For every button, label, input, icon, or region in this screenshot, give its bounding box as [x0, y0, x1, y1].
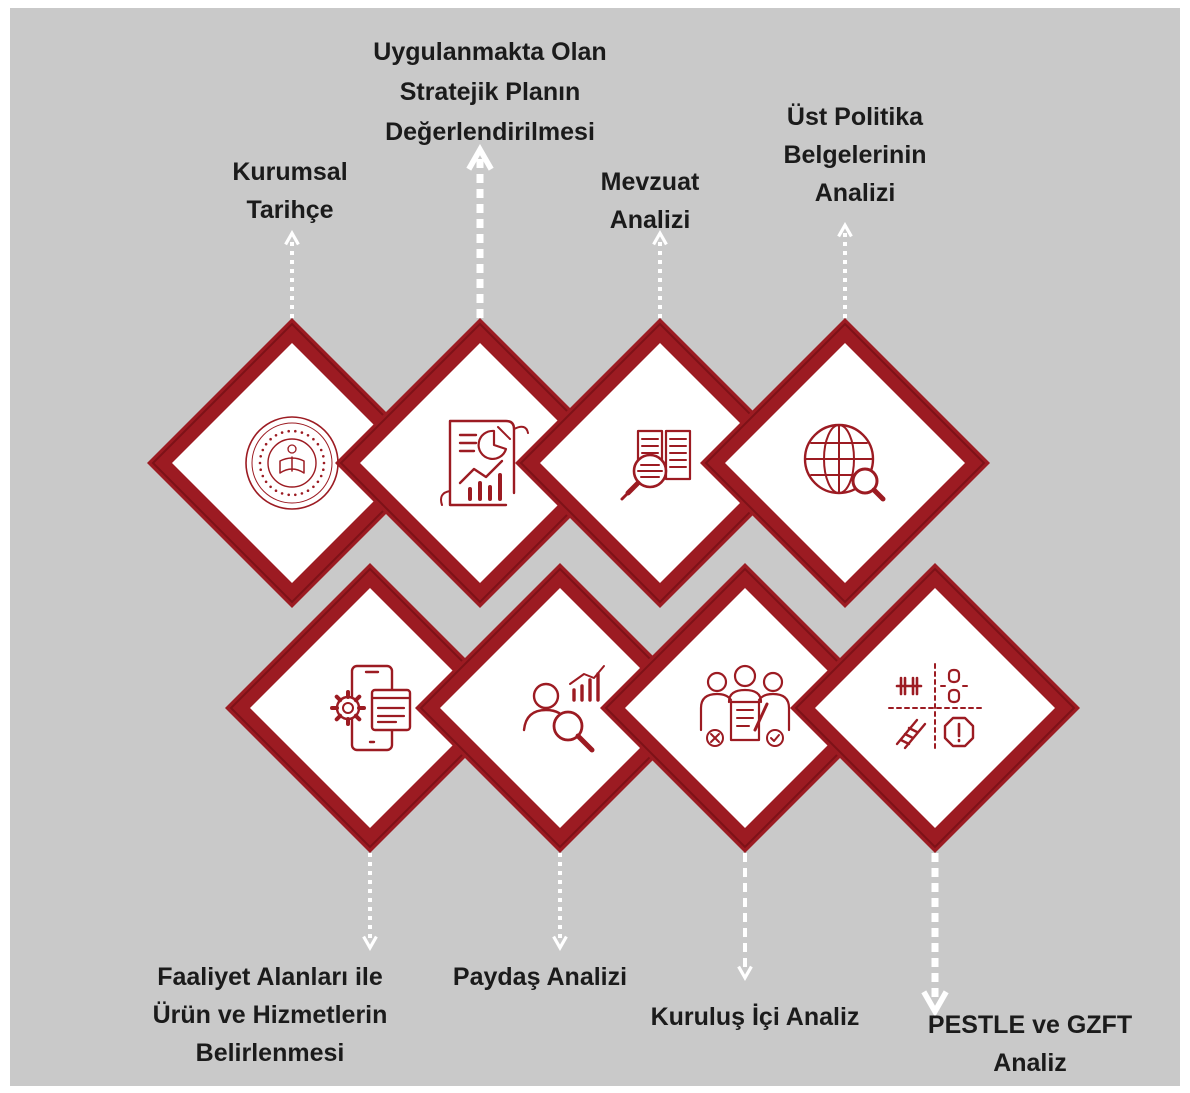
diamond-bottom-4 — [790, 563, 1080, 853]
diamond-top-2 — [335, 318, 625, 608]
diamond-bottom-3 — [600, 563, 890, 853]
label-kurulus-ici-analiz: Kuruluş İçi Analiz — [650, 1003, 860, 1031]
mobile-gear-icon — [330, 664, 412, 752]
diamond-top-1 — [147, 318, 437, 608]
label-mevzuat-analizi: Mevzuat Analizi — [600, 168, 700, 234]
swot-quadrant-icon — [888, 663, 982, 753]
diamond-bottom-2 — [415, 563, 705, 853]
label-kurumsal-tarihce: Kurumsal Tarihçe — [232, 158, 348, 224]
globe-search-icon — [803, 423, 886, 502]
label-ust-politika: Üst Politika Belgelerinin Analizi — [783, 103, 927, 207]
diagram-canvas: Kurumsal Tarihçe Uygulanmakta Olan Strat… — [10, 8, 1180, 1086]
diamond-face — [725, 343, 965, 583]
diamond-top-4 — [700, 318, 990, 608]
diamond-face — [360, 343, 600, 583]
label-faaliyet-alanlari: Faaliyet Alanları ile Ürün ve Hizmetleri… — [152, 963, 388, 1067]
team-document-icon — [699, 664, 791, 747]
institution-seal-icon — [245, 416, 339, 510]
diamond-face — [250, 588, 490, 828]
diamond-border-shade — [794, 567, 1076, 849]
report-chart-icon — [440, 419, 529, 507]
diamond-border-shade — [704, 322, 986, 604]
diamond-top-3 — [515, 318, 805, 608]
stakeholder-search-icon — [522, 665, 605, 753]
diamond-face — [440, 588, 680, 828]
label-paydas-analizi: Paydaş Analizi — [452, 963, 628, 991]
document-magnifier-icon — [620, 429, 692, 501]
label-pestle-gzft: PESTLE ve GZFT Analiz — [927, 1011, 1133, 1077]
diamond-bottom-1 — [225, 563, 515, 853]
label-stratejik-plan: Uygulanmakta Olan Stratejik Planın Değer… — [373, 38, 607, 146]
diamond-diagram — [147, 143, 1080, 1018]
